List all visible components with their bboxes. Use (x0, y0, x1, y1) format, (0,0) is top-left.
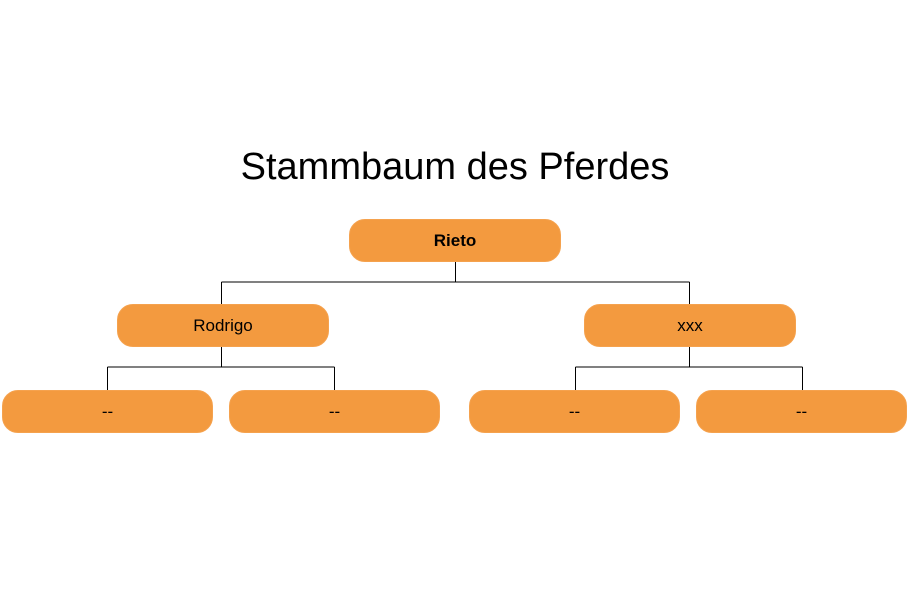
node-root: Rieto (349, 219, 561, 262)
node-dam: xxx (584, 304, 796, 347)
diagram-title: Stammbaum des Pferdes (240, 146, 670, 188)
node-sire-dam: -- (229, 390, 440, 433)
connector-root (221, 262, 690, 304)
node-dam-sire: -- (469, 390, 680, 433)
node-sire-sire: -- (2, 390, 213, 433)
connector-dam (575, 347, 803, 390)
node-dam-dam: -- (696, 390, 907, 433)
connector-sire (107, 347, 335, 390)
node-sire: Rodrigo (117, 304, 329, 347)
